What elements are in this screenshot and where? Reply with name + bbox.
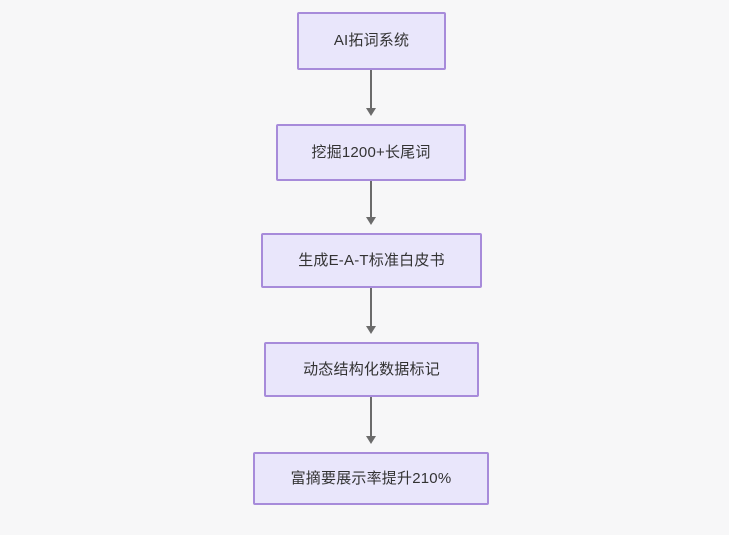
flow-node-label: 富摘要展示率提升210% xyxy=(290,469,452,487)
flow-node-label: 挖掘1200+长尾词 xyxy=(311,143,431,161)
flow-node-label: 生成E-A-T标准白皮书 xyxy=(298,251,445,269)
connector-arrowhead-3 xyxy=(366,326,376,334)
connector-arrowhead-1 xyxy=(366,108,376,116)
connector-line-1 xyxy=(370,70,372,108)
flow-node-rich-snippet-impression-uplift[interactable]: 富摘要展示率提升210% xyxy=(253,452,489,505)
connector-arrowhead-4 xyxy=(366,436,376,444)
flow-node-label: AI拓词系统 xyxy=(333,32,410,50)
connector-line-4 xyxy=(370,397,372,436)
connector-line-2 xyxy=(370,181,372,217)
flow-node-label: 动态结构化数据标记 xyxy=(303,360,440,378)
flow-node-ai-keyword-system[interactable]: AI拓词系统 xyxy=(297,12,446,70)
flow-node-generate-eat-whitepaper[interactable]: 生成E-A-T标准白皮书 xyxy=(261,233,482,288)
connector-arrowhead-2 xyxy=(366,217,376,225)
flow-node-dynamic-structured-data-markup[interactable]: 动态结构化数据标记 xyxy=(264,342,479,397)
connector-line-3 xyxy=(370,288,372,326)
flow-node-mine-longtail-keywords[interactable]: 挖掘1200+长尾词 xyxy=(276,124,466,181)
